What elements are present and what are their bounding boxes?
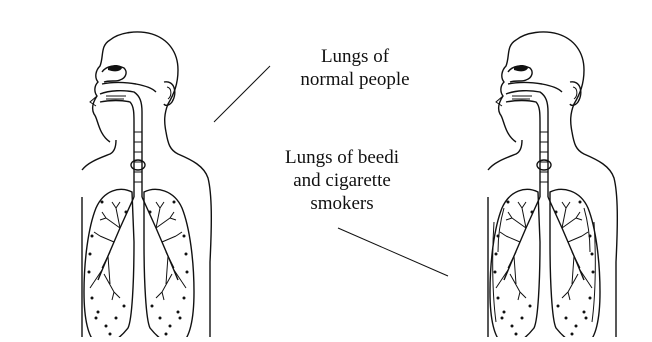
label-smoker-line1: Lungs of beedi [262, 146, 422, 169]
label-normal-line1: Lungs of [270, 45, 440, 68]
pointer-line-smokers [338, 228, 448, 276]
label-normal-line2: normal people [270, 68, 440, 91]
pointer-line-normal [214, 66, 270, 122]
label-smoker-line2: and cigarette [262, 169, 422, 192]
label-smoker-line3: smokers [262, 192, 422, 215]
normal-person-figure [82, 32, 211, 337]
label-normal-lungs: Lungs of normal people [270, 45, 440, 91]
label-smoker-lungs: Lungs of beedi and cigarette smokers [262, 146, 422, 215]
smoker-figure [488, 32, 617, 337]
